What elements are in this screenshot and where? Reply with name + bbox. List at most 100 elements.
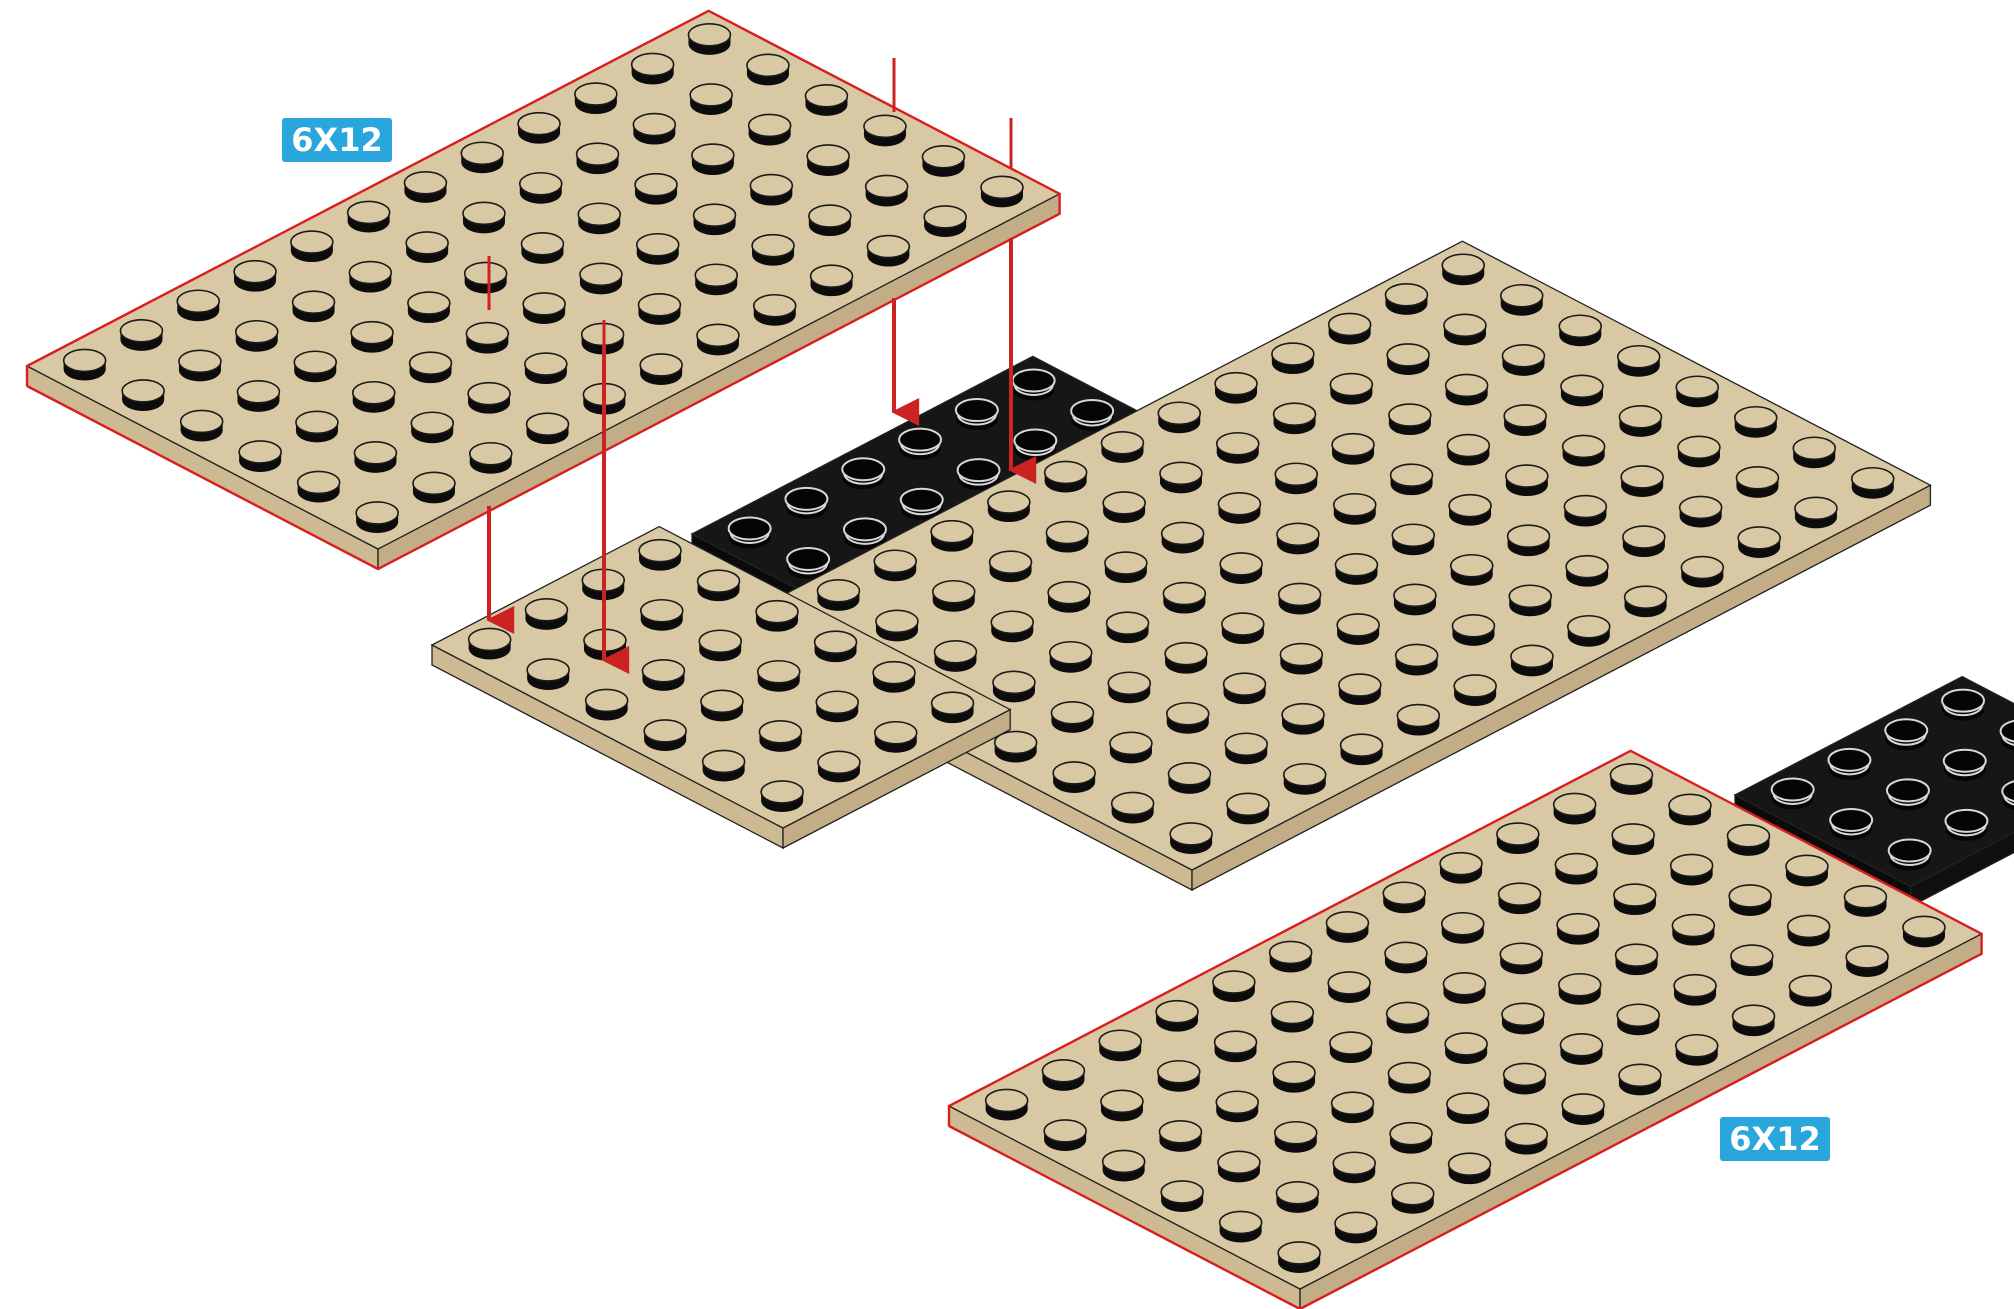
- bottom-6x12-plate-stud: [1616, 944, 1658, 975]
- base-plate-main-stud: [1224, 673, 1266, 704]
- base-plate-main-stud: [1738, 527, 1780, 558]
- top-6x12-plate-stud: [179, 350, 221, 381]
- bottom-6x12-plate-stud: [1385, 942, 1427, 973]
- base-plate-main-stud: [1852, 468, 1894, 499]
- base-plate-main-stud: [1568, 616, 1610, 647]
- bottom-6x12-plate-stud: [1275, 1122, 1317, 1153]
- base-plate-main-stud: [1391, 464, 1433, 495]
- bottom-6x12-plate-stud: [1676, 1035, 1718, 1066]
- bottom-6x12-plate-stud: [1392, 1183, 1434, 1214]
- base-plate-left-strip-stud: [875, 722, 917, 753]
- top-6x12-plate-stud: [638, 294, 680, 325]
- black-plate-back-stud: [729, 517, 771, 548]
- base-plate-main-stud: [1446, 374, 1488, 405]
- bottom-6x12-plate-stud: [1557, 914, 1599, 945]
- bottom-6x12-plate-stud: [1731, 945, 1773, 976]
- black-plate-back-stud: [1013, 369, 1055, 400]
- base-plate-main-stud: [1451, 555, 1493, 586]
- bottom-6x12-plate-stud: [1213, 971, 1255, 1002]
- top-6x12-plate-stud: [692, 144, 734, 175]
- bottom-6x12-plate-stud: [1504, 1063, 1546, 1094]
- base-plate-main-stud: [1618, 346, 1660, 377]
- base-plate-main-stud: [1396, 644, 1438, 675]
- bottom-6x12-plate-stud: [1159, 1121, 1201, 1152]
- base-plate-main-stud: [1334, 494, 1376, 525]
- base-plate-left-strip-stud: [815, 631, 857, 662]
- bottom-6x12-plate-stud: [1669, 794, 1711, 825]
- top-6x12-plate-stud: [752, 235, 794, 266]
- top-6x12-plate-stud: [635, 174, 677, 205]
- bottom-6x12-plate-stud: [1387, 1002, 1429, 1033]
- base-plate-main-stud: [1105, 552, 1147, 583]
- base-plate-main-stud: [1680, 496, 1722, 527]
- base-plate-main-stud: [1452, 615, 1494, 646]
- bottom-6x12-plate-stud: [1555, 854, 1597, 885]
- base-plate-left-strip-stud: [642, 660, 684, 691]
- base-plate-main-stud: [1454, 675, 1496, 706]
- base-plate-main-stud: [1511, 645, 1553, 676]
- base-plate-main-stud: [1449, 495, 1491, 526]
- bottom-6x12-plate-stud: [1103, 1150, 1145, 1181]
- bottom-6x12-plate-stud: [1449, 1153, 1491, 1184]
- base-plate-main-stud: [1397, 705, 1439, 736]
- bottom-6x12-plate-stud: [1505, 1124, 1547, 1155]
- base-plate-main-stud: [1506, 465, 1548, 496]
- base-plate-main-stud: [1501, 285, 1543, 316]
- bottom-6x12-plate-stud: [1617, 1004, 1659, 1035]
- base-plate-main-stud: [1337, 614, 1379, 645]
- base-plate-main-stud: [1442, 254, 1484, 285]
- base-plate-main-stud: [1389, 404, 1431, 435]
- bottom-6x12-plate-stud: [1903, 916, 1945, 947]
- top-6x12-plate-stud: [575, 83, 617, 114]
- top-6x12-plate-stud: [525, 353, 567, 384]
- bottom-plate-size-label-text: 6X12: [1729, 1120, 1820, 1158]
- bottom-6x12-plate-stud: [1447, 1093, 1489, 1124]
- bottom-6x12-plate-stud: [1612, 824, 1654, 855]
- top-6x12-plate-stud: [181, 410, 223, 441]
- base-plate-left-strip-stud: [759, 721, 801, 752]
- top-6x12-plate-stud: [348, 201, 390, 232]
- base-plate-main-stud: [1502, 345, 1544, 376]
- base-plate-main-stud: [874, 550, 916, 581]
- base-plate-main-stud: [1795, 497, 1837, 528]
- top-6x12-plate-stud: [981, 176, 1023, 207]
- base-plate-main-stud: [1394, 584, 1436, 615]
- top-6x12-plate-stud: [521, 233, 563, 264]
- black-plate-back-stud: [956, 399, 998, 430]
- base-plate-main-stud: [933, 581, 975, 612]
- top-6x12-plate-stud: [749, 114, 791, 145]
- bottom-6x12-plate-stud: [1273, 1062, 1315, 1093]
- base-plate-left-strip-stud: [641, 600, 683, 631]
- bottom-6x12-plate-stud: [1500, 943, 1542, 974]
- base-plate-main-stud: [1053, 762, 1095, 793]
- base-plate-main-stud: [1559, 315, 1601, 346]
- base-plate-main-stud: [1621, 466, 1663, 497]
- top-6x12-plate-stud: [518, 113, 560, 144]
- bottom-6x12-plate-stud: [1619, 1064, 1661, 1095]
- base-plate-left-strip-stud: [699, 630, 741, 661]
- base-plate-main-stud: [1103, 492, 1145, 523]
- base-plate-main-stud: [1110, 732, 1152, 763]
- bottom-6x12-plate-stud: [1390, 1123, 1432, 1154]
- base-plate-left-strip-stud: [758, 661, 800, 692]
- base-plate-main-stud: [995, 731, 1037, 762]
- bottom-6x12-plate-stud: [1554, 793, 1596, 824]
- top-6x12-plate-stud: [527, 413, 569, 444]
- top-6x12-plate-stud: [690, 84, 732, 115]
- base-plate-main-stud: [991, 611, 1033, 642]
- bottom-6x12-plate-stud: [1733, 1005, 1775, 1036]
- base-plate-main-stud: [1735, 407, 1777, 438]
- top-plate-size-label: 6X12: [282, 118, 392, 162]
- base-plate-main-stud: [1218, 493, 1260, 524]
- bottom-6x12-plate-stud: [1220, 1211, 1262, 1242]
- top-6x12-plate-stud: [296, 411, 338, 442]
- base-plate-main-stud: [1564, 496, 1606, 527]
- base-plate-main-stud: [1279, 583, 1321, 614]
- bottom-6x12-plate-stud: [1328, 972, 1370, 1003]
- top-6x12-plate-stud: [349, 262, 391, 293]
- top-6x12-plate-stud: [688, 24, 730, 55]
- top-6x12-plate-stud: [294, 351, 336, 382]
- bottom-6x12-plate-stud: [1729, 885, 1771, 916]
- base-plate-left-strip-stud: [932, 692, 974, 723]
